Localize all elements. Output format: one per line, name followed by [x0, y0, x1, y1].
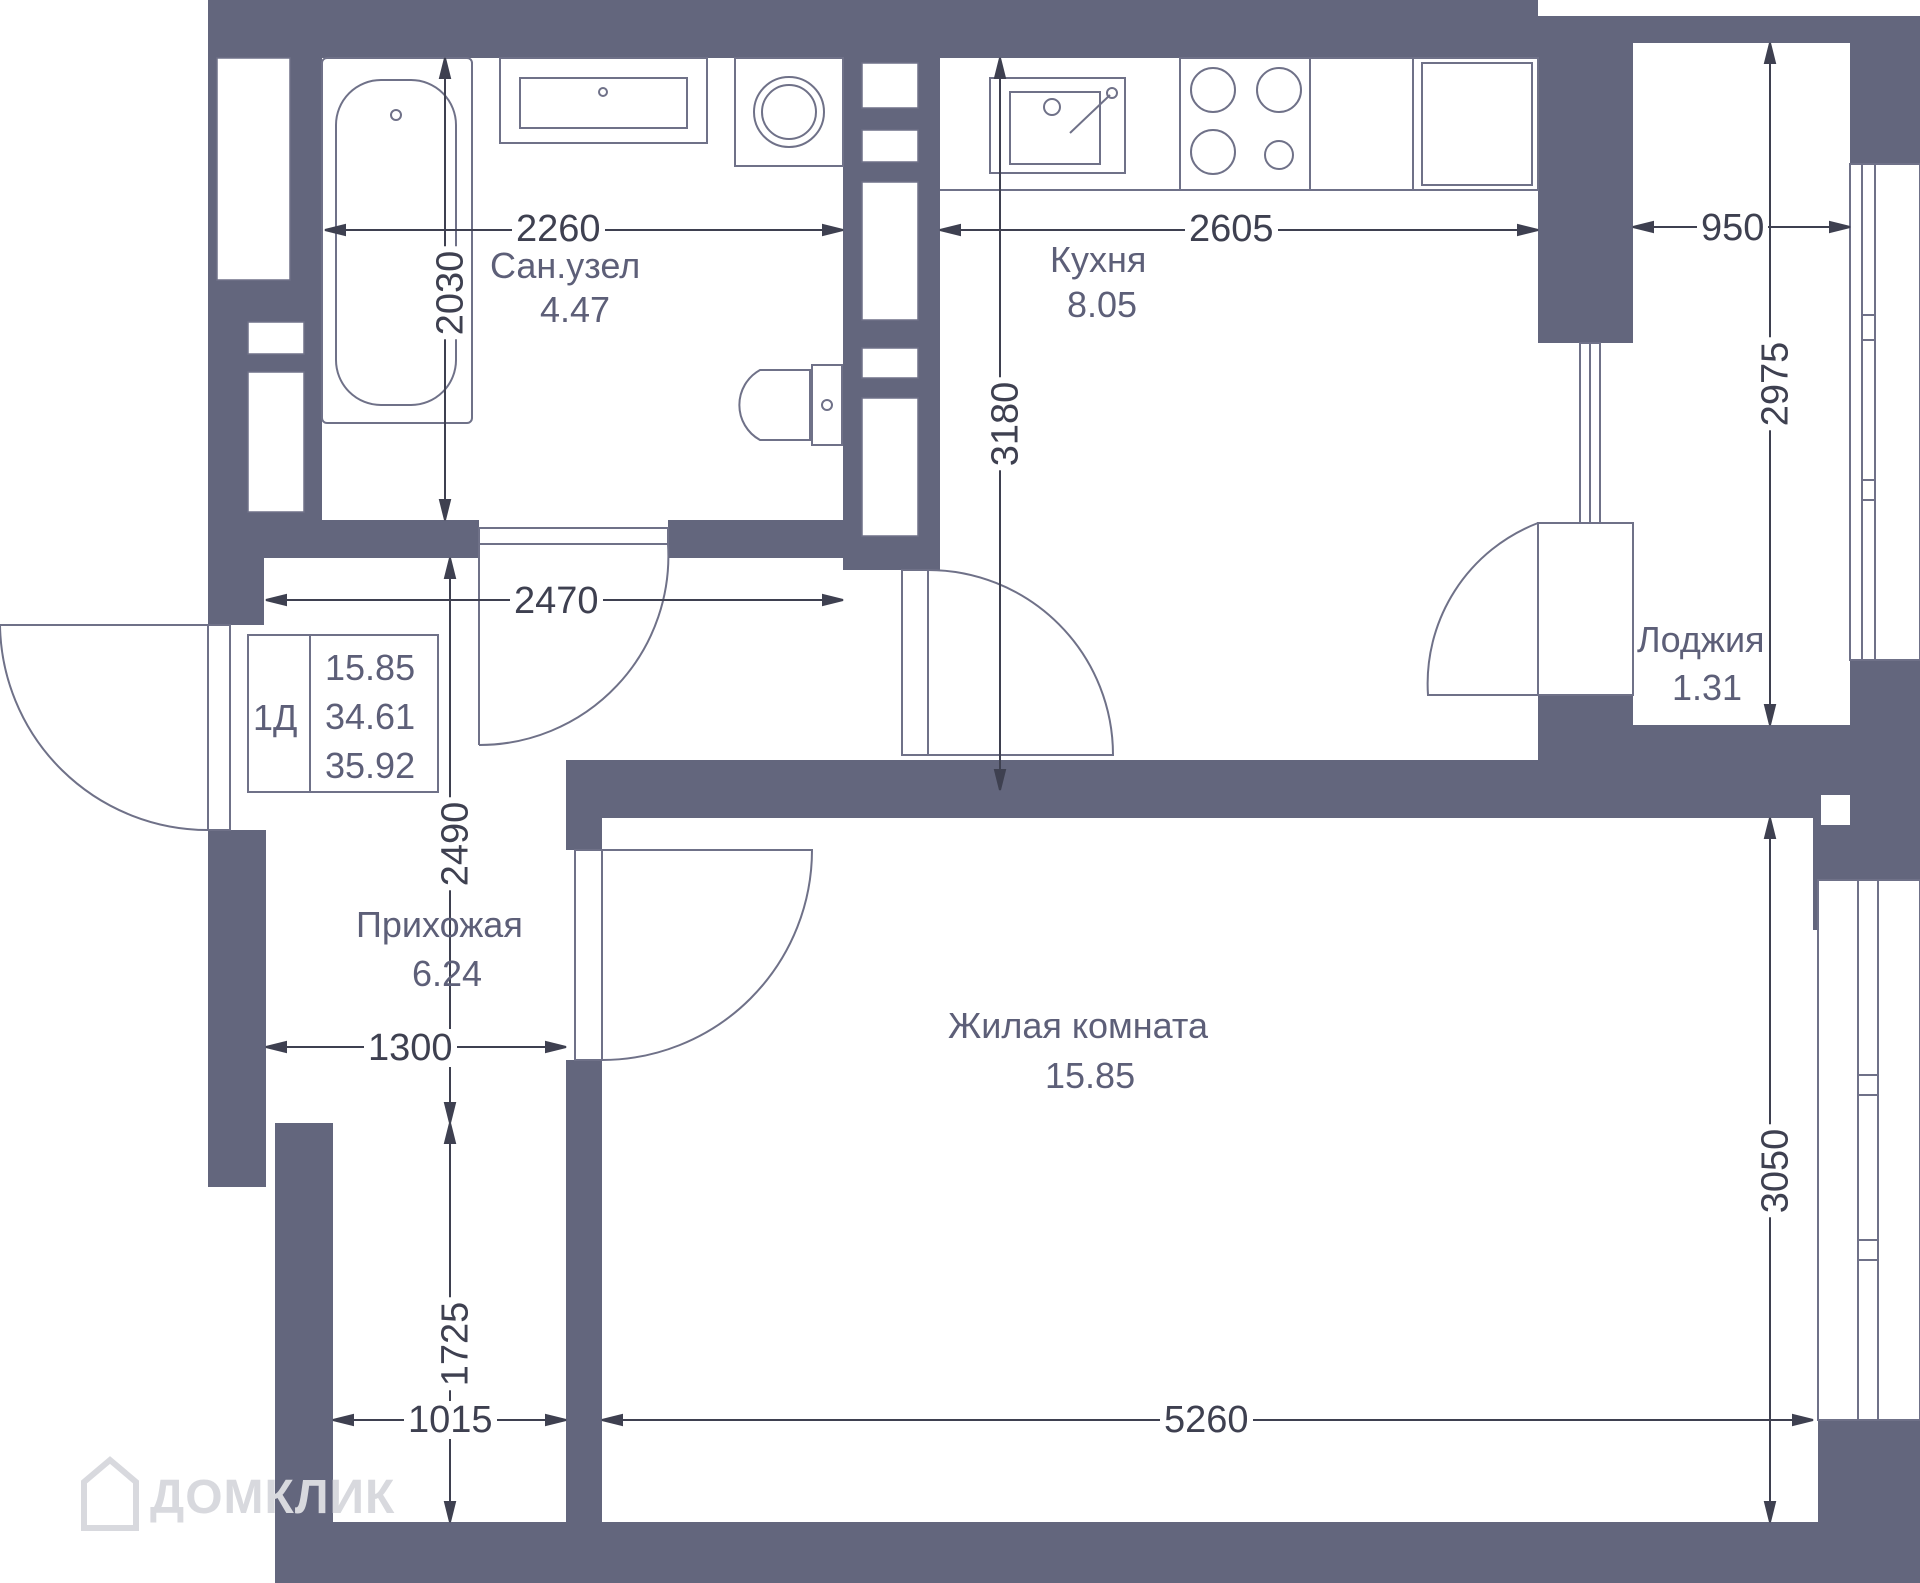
summary-total-with-loggia: 35.92: [325, 745, 416, 786]
living-room-name: Жилая комната: [948, 1005, 1209, 1046]
kitchen-area: 8.05: [1067, 284, 1138, 325]
dim-hall-lower-height: 1725: [434, 1297, 476, 1391]
watermark-text: ДОМКЛИК: [150, 1471, 396, 1524]
dim-hall-lower-width: 1015: [404, 1401, 497, 1439]
dim-hall-width: 1300: [364, 1029, 457, 1067]
hall-name: Прихожая: [356, 904, 523, 945]
dim-kitchen-width: 2605: [1185, 210, 1278, 248]
dim-loggia-height: 2975: [1754, 337, 1796, 431]
kitchen-name: Кухня: [1050, 239, 1147, 280]
bathroom-name: Сан.узел: [490, 245, 641, 286]
dim-living-height: 3050: [1754, 1124, 1796, 1218]
dim-living-width: 5260: [1160, 1401, 1253, 1439]
loggia-name: Лоджия: [1637, 619, 1765, 660]
niches: [216, 57, 919, 537]
watermark-logo: [81, 1456, 139, 1531]
dim-hall-height: 2490: [434, 797, 476, 891]
bathroom-fixtures: [321, 57, 844, 446]
dim-bath-width: 2260: [512, 210, 605, 248]
dim-corridor-width: 2470: [510, 582, 603, 620]
bathroom-area: 4.47: [540, 289, 611, 330]
hall-area: 6.24: [412, 953, 483, 994]
loggia-area: 1.31: [1672, 667, 1743, 708]
dim-bath-height: 2030: [429, 246, 471, 340]
summary-living-area: 15.85: [325, 647, 416, 688]
summary-total-area: 34.61: [325, 696, 416, 737]
apartment-type: 1Д: [253, 697, 298, 738]
living-room-area: 15.85: [1045, 1055, 1136, 1096]
summary-box: [247, 634, 439, 793]
doors: [0, 522, 1634, 1061]
kitchen-fixtures: [940, 57, 1539, 191]
dim-loggia-width: 950: [1697, 209, 1769, 247]
dim-kitchen-height: 3180: [984, 377, 1026, 471]
windows: [1579, 163, 1920, 1421]
